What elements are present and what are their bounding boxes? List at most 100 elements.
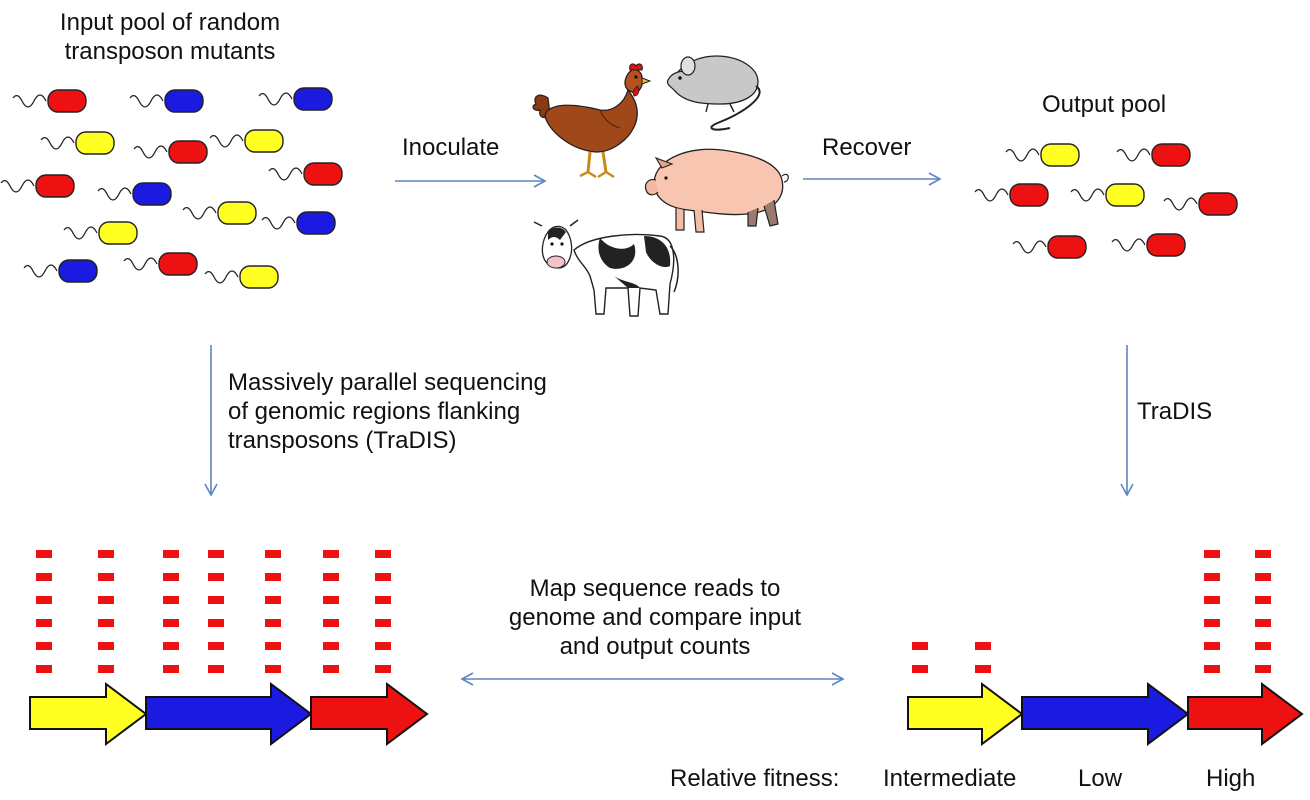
- input-mutant-yellow: [40, 131, 115, 155]
- sequence-read: [98, 596, 114, 604]
- input-read-stacks: [36, 550, 391, 673]
- output-read-stacks: [912, 550, 1271, 673]
- sequence-read: [1255, 642, 1271, 650]
- sequence-read: [323, 596, 339, 604]
- sequence-read: [36, 665, 52, 673]
- sequence-read: [375, 596, 391, 604]
- input-pool: [0, 87, 343, 289]
- sequence-read: [912, 642, 928, 650]
- input-read-stack: [265, 550, 281, 673]
- sequence-read: [163, 619, 179, 627]
- sequence-read: [323, 665, 339, 673]
- sequence-read: [163, 642, 179, 650]
- sequence-read: [265, 550, 281, 558]
- sequence-read: [163, 573, 179, 581]
- fitness-intermediate: Intermediate: [883, 765, 1017, 792]
- fitness-high: High: [1206, 765, 1256, 792]
- sequence-read: [163, 665, 179, 673]
- input-mutant-red: [123, 252, 198, 276]
- input-mutant-blue: [97, 182, 172, 206]
- sequence-read: [323, 573, 339, 581]
- output-read-stack: [912, 642, 928, 673]
- sequence-read: [1204, 665, 1220, 673]
- sequence-read: [36, 596, 52, 604]
- output-mutant-yellow: [1005, 143, 1080, 167]
- sequence-read: [375, 573, 391, 581]
- output-mutant-yellow: [1070, 183, 1145, 207]
- input-mutant-blue: [261, 211, 336, 235]
- input-mutant-yellow: [209, 129, 284, 153]
- output-read-stack: [1204, 550, 1220, 673]
- output-gene-red: [1187, 682, 1304, 746]
- sequence-read: [265, 573, 281, 581]
- input-read-stack: [323, 550, 339, 673]
- sequence-read: [375, 619, 391, 627]
- sequence-read: [208, 596, 224, 604]
- sequence-read: [36, 619, 52, 627]
- input-pool-title: Input pool of random transposon mutants: [20, 8, 320, 66]
- sequence-read: [36, 573, 52, 581]
- input-mutant-blue: [258, 87, 333, 111]
- input-mutant-red: [0, 174, 75, 198]
- rat-icon: [666, 55, 761, 131]
- sequencing-label-line1: Massively parallel sequencing: [228, 369, 547, 396]
- sequence-read: [1255, 550, 1271, 558]
- tradis-label: TraDIS: [1137, 398, 1213, 425]
- output-read-stack: [975, 642, 991, 673]
- sequence-read: [375, 550, 391, 558]
- input-read-stack: [375, 550, 391, 673]
- map-reads-line1: Map sequence reads to: [529, 575, 781, 602]
- sequence-read: [1255, 665, 1271, 673]
- sequence-read: [265, 642, 281, 650]
- sequence-read: [208, 550, 224, 558]
- input-read-stack: [163, 550, 179, 673]
- output-read-stack: [1255, 550, 1271, 673]
- inoculate-label: Inoculate: [402, 134, 500, 161]
- input-mutant-red: [12, 89, 87, 113]
- output-gene-yellow: [907, 682, 1024, 746]
- sequence-read: [975, 665, 991, 673]
- input-pool-title-line1: Input pool of random: [59, 9, 281, 36]
- sequencing-label: Massively parallel sequencing of genomic…: [228, 368, 628, 455]
- sequence-read: [975, 642, 991, 650]
- recover-label: Recover: [822, 134, 912, 161]
- chicken-icon: [532, 63, 652, 179]
- fitness-label: Relative fitness:: [670, 765, 840, 792]
- output-mutant-red: [1012, 235, 1087, 259]
- pig-icon: [644, 148, 789, 233]
- input-genome: [29, 682, 429, 746]
- input-mutant-blue: [129, 89, 204, 113]
- sequence-read: [375, 642, 391, 650]
- sequence-read: [323, 619, 339, 627]
- sequence-read: [1255, 596, 1271, 604]
- sequencing-label-line3: transposons (TraDIS): [228, 427, 457, 454]
- sequence-read: [1255, 619, 1271, 627]
- map-reads-line3: and output counts: [559, 633, 751, 660]
- output-pool: [974, 143, 1238, 259]
- sequence-read: [912, 665, 928, 673]
- sequence-read: [36, 642, 52, 650]
- sequence-read: [265, 596, 281, 604]
- sequence-read: [98, 550, 114, 558]
- fitness-low: Low: [1078, 765, 1123, 792]
- sequence-read: [1204, 642, 1220, 650]
- input-gene-yellow: [29, 682, 148, 746]
- input-gene-red: [310, 682, 429, 746]
- sequence-read: [208, 665, 224, 673]
- sequence-read: [1255, 573, 1271, 581]
- sequence-read: [208, 619, 224, 627]
- output-mutant-red: [1111, 233, 1186, 257]
- input-mutant-red: [268, 162, 343, 186]
- sequence-read: [208, 642, 224, 650]
- input-mutant-yellow: [63, 221, 138, 245]
- cow-icon: [533, 219, 679, 317]
- sequence-read: [323, 550, 339, 558]
- input-read-stack: [98, 550, 114, 673]
- sequence-read: [163, 596, 179, 604]
- sequence-read: [98, 665, 114, 673]
- input-pool-title-line2: transposon mutants: [64, 38, 276, 65]
- input-mutant-red: [133, 140, 208, 164]
- sequence-read: [265, 619, 281, 627]
- output-mutant-red: [1163, 192, 1238, 216]
